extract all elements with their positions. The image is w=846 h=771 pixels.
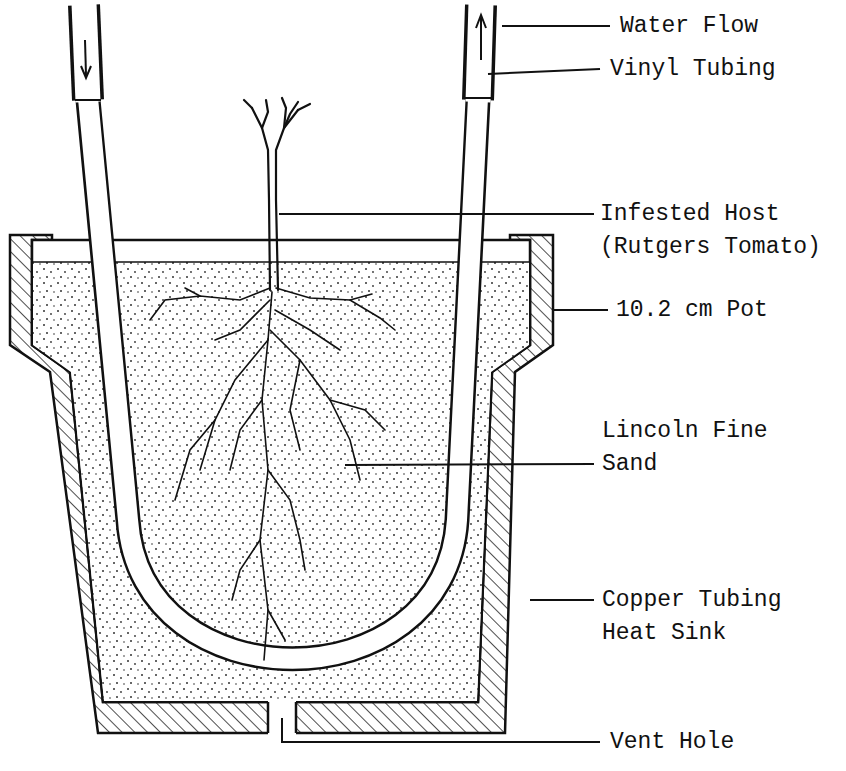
- flow-arrow: [480, 18, 482, 60]
- part-label: Lincoln Fine Sand: [602, 415, 812, 481]
- tomato-plant: [244, 98, 310, 290]
- tomato-roots: [150, 288, 395, 660]
- vent-edge: [267, 702, 270, 733]
- tube-joint: [75, 99, 101, 101]
- copper-tubing-bore: [88, 98, 478, 659]
- part-label: 10.2 cm Pot: [616, 294, 836, 327]
- tube-joint: [465, 97, 491, 99]
- leader-line: [279, 26, 610, 742]
- part-label: Infested Host (Rutgers Tomato): [600, 198, 840, 264]
- vent-edge: [295, 702, 298, 733]
- part-label: Vent Hole: [610, 726, 830, 759]
- part-label: Copper Tubing Heat Sink: [602, 584, 812, 650]
- part-label: Vinyl Tubing: [610, 53, 840, 86]
- flow-arrow: [81, 66, 91, 78]
- flow-label: Water Flow: [620, 10, 840, 43]
- flow-arrow: [85, 40, 86, 75]
- flow-arrow: [476, 15, 486, 28]
- vinyl-tubing-bore: [84, 3, 88, 102]
